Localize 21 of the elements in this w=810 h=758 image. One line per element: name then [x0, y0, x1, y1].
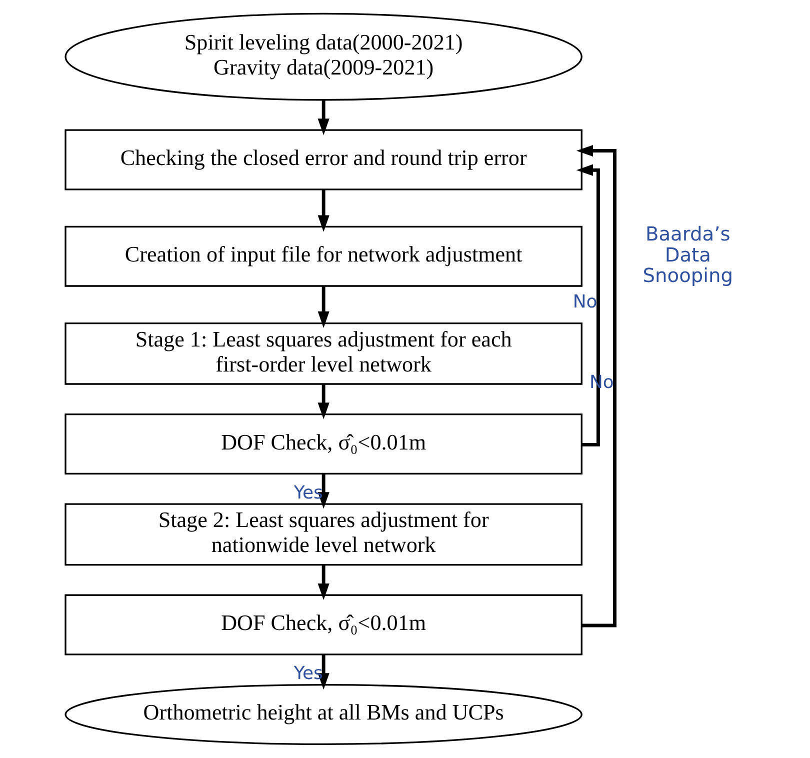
- arrow: [318, 384, 330, 420]
- node-box: Stage 1: Least squares adjustment for each first-order level network: [64, 322, 582, 385]
- arrow: [318, 100, 330, 136]
- arrow: [318, 286, 330, 328]
- edge-label: Yes: [294, 663, 323, 684]
- node-ellipse: Orthometric height at all BMs and UCPs: [64, 684, 582, 745]
- arrow: [576, 144, 616, 628]
- arrow: [318, 565, 330, 600]
- node-box: Stage 2: Least squares adjustment for nationwide level network: [64, 503, 582, 566]
- node-box: Creation of input file for network adjustment: [64, 226, 582, 287]
- node-ellipse: Spirit leveling data(2000-2021) Gravity data(2009-2021): [64, 12, 582, 101]
- node-box: Checking the closed error and round trip error: [64, 129, 582, 190]
- arrow: [576, 164, 600, 446]
- edge-label: No: [572, 291, 598, 312]
- arrow: [318, 190, 330, 232]
- node-box: DOF Check, σ̂₀<0.01m: [64, 414, 582, 475]
- label: Baarda’s Data Snooping: [642, 222, 734, 288]
- arrow: [318, 474, 330, 509]
- edge-label: Yes: [294, 482, 323, 504]
- arrow: [318, 654, 330, 690]
- node-box: DOF Check, σ̂₀<0.01m: [64, 594, 582, 656]
